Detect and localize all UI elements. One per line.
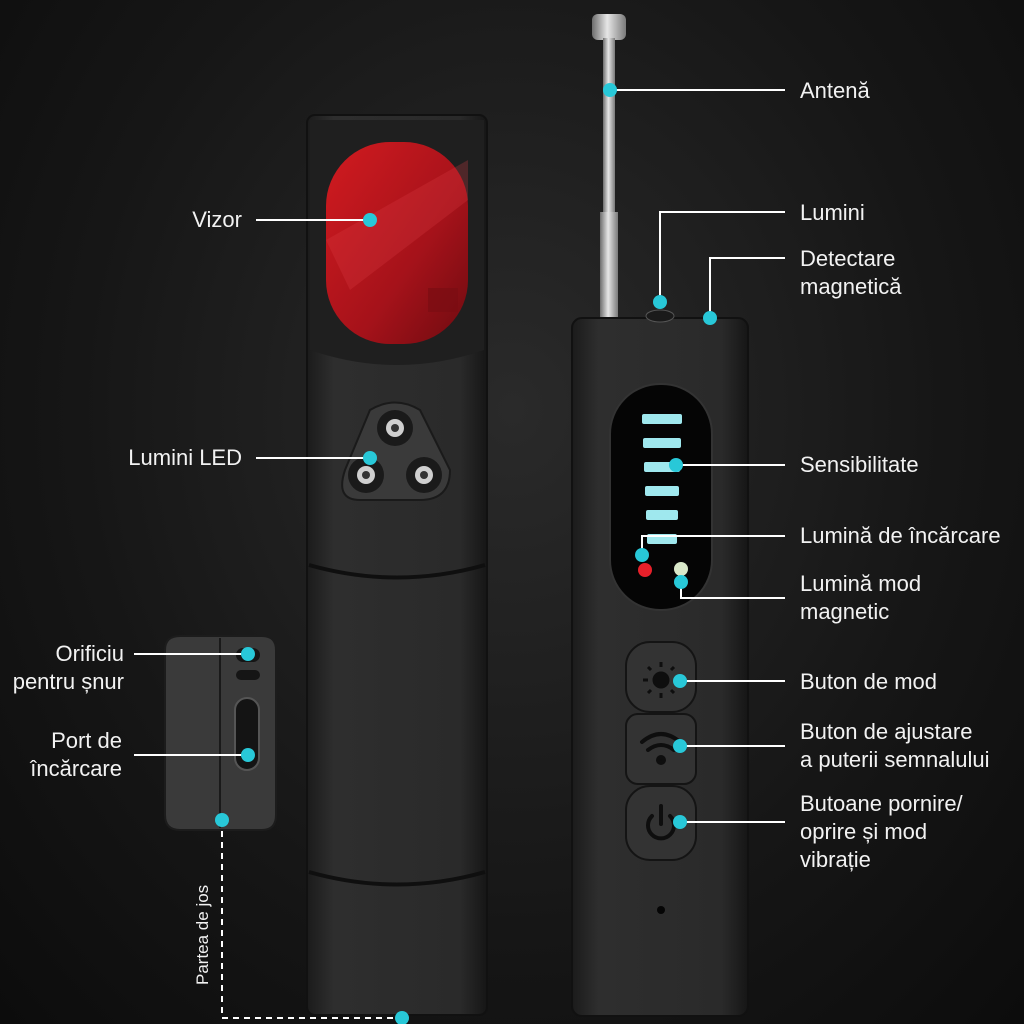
callout-dots: [215, 83, 717, 1024]
label-partea-de-jos: Partea de jos: [193, 884, 212, 985]
bottom-cap: [164, 635, 277, 831]
callout-dot: [215, 813, 229, 827]
callout-dot: [241, 748, 255, 762]
right-device: [571, 14, 749, 1017]
sensitivity-bar: [643, 438, 681, 448]
label-buton-mod: Buton de mod: [800, 669, 937, 694]
callout-dot: [241, 647, 255, 661]
antenna: [592, 14, 626, 320]
microphone-hole: [657, 906, 665, 914]
callout-dot: [395, 1011, 409, 1024]
callout-dot: [363, 213, 377, 227]
callout-dot: [673, 739, 687, 753]
callout-dot: [635, 548, 649, 562]
wifi-signal-icon: [640, 732, 682, 765]
charging-light: [638, 563, 652, 577]
callout-lines: [134, 89, 785, 1019]
callout-dot: [673, 674, 687, 688]
label-lumini-led: Lumini LED: [128, 445, 242, 470]
sensitivity-bar: [642, 414, 682, 424]
left-device: [306, 114, 488, 1016]
signal-adjust-button[interactable]: [625, 713, 697, 785]
led-light: [348, 457, 384, 493]
label-lumina-incarcare: Lumină de încărcare: [800, 523, 1001, 548]
label-sensibilitate: Sensibilitate: [800, 452, 919, 477]
sensitivity-bar: [645, 486, 679, 496]
label-antena: Antenă: [800, 78, 870, 103]
callout-dot: [603, 83, 617, 97]
led-light: [406, 457, 442, 493]
callout-dot: [673, 815, 687, 829]
callout-dot: [669, 458, 683, 472]
top-light: [645, 309, 675, 323]
magnetic-mode-light: [674, 562, 688, 576]
led-light: [377, 410, 413, 446]
callout-dot: [653, 295, 667, 309]
mode-button[interactable]: [625, 641, 697, 713]
sensitivity-bar: [646, 510, 678, 520]
label-lumini: Lumini: [800, 200, 865, 225]
callout-dot: [363, 451, 377, 465]
label-vizor: Vizor: [192, 207, 242, 232]
callout-dot: [674, 575, 688, 589]
power-button[interactable]: [625, 785, 697, 861]
callout-dot: [703, 311, 717, 325]
